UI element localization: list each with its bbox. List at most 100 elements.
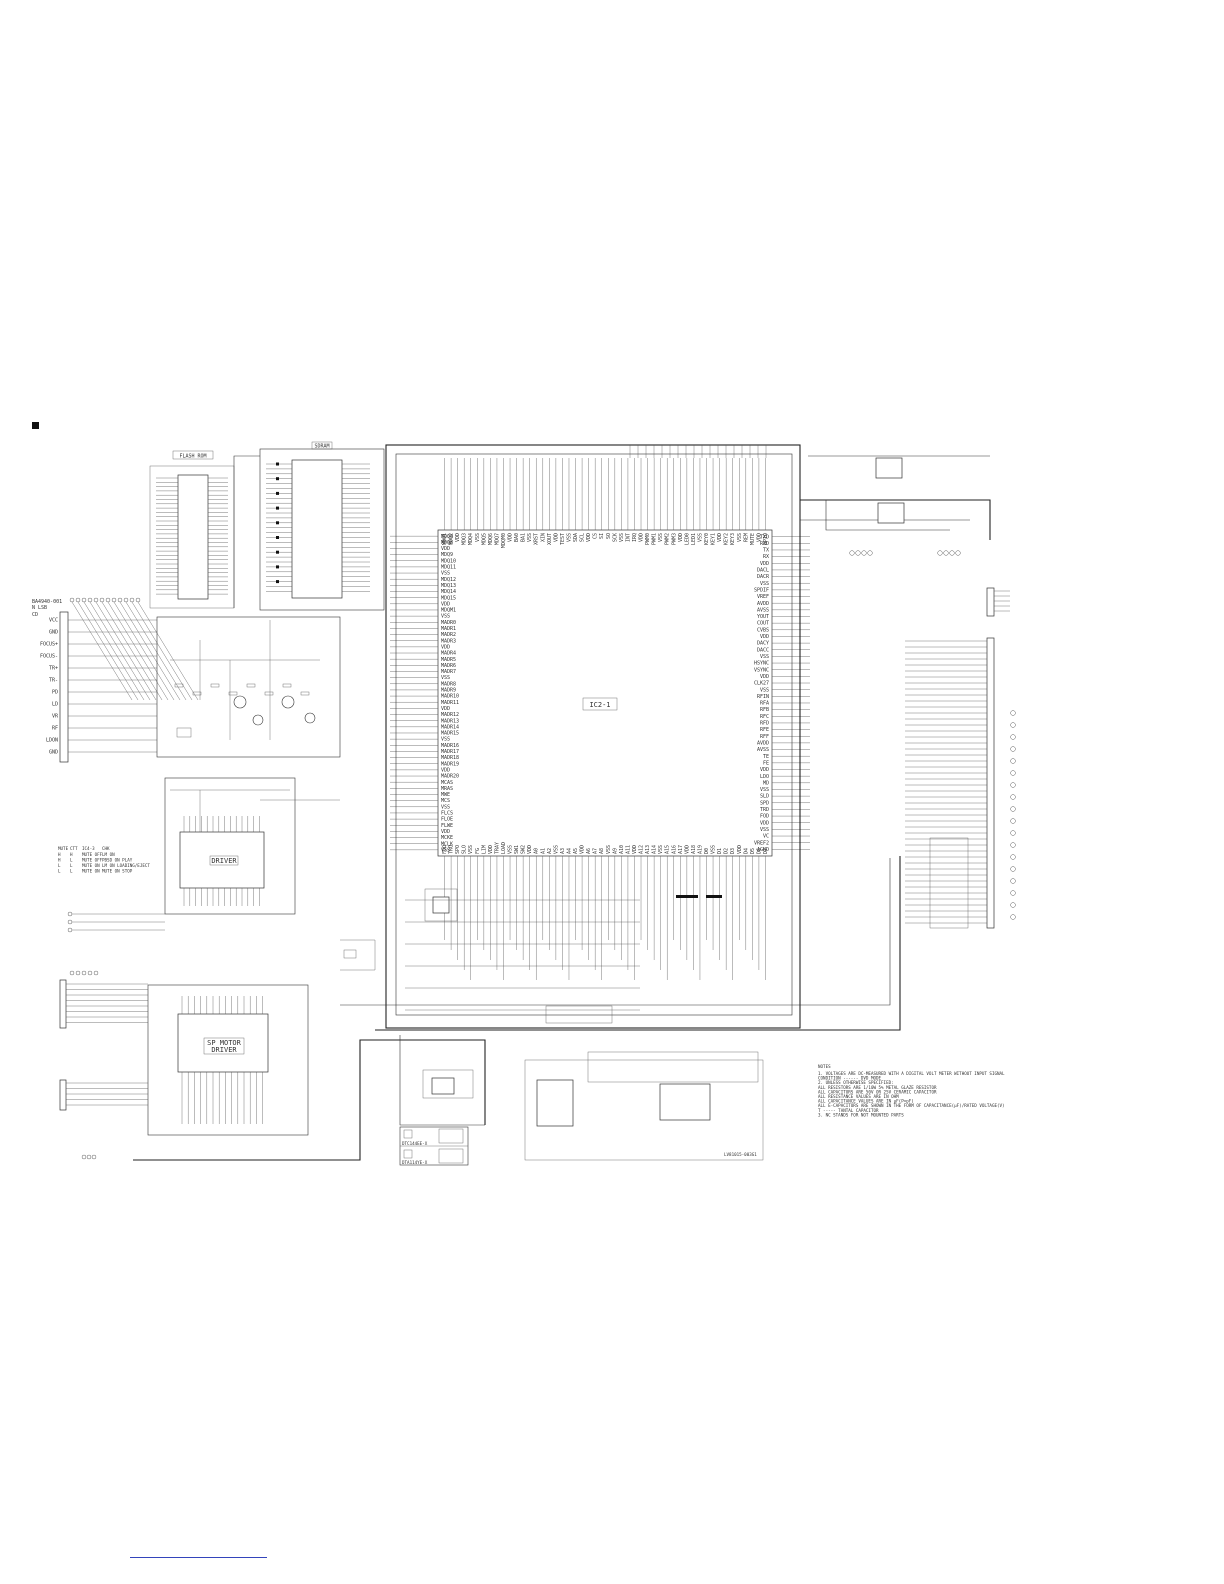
ic-pin-label-bottom: SLO (462, 845, 468, 854)
output-jack (1010, 806, 1016, 812)
ic-pin-label-left: MDQ12 (441, 577, 456, 583)
ic-pin-label-top: CS (593, 533, 599, 539)
output-jack (1010, 866, 1016, 872)
test-point (867, 550, 873, 556)
ic-pin-label-bottom: D1 (717, 848, 723, 854)
ic-pin-label-top: SCL (580, 533, 586, 542)
driver-chip (179, 831, 265, 889)
ic-pin-label-left: MADR20 (441, 774, 459, 780)
laser-diode (176, 727, 192, 738)
flash-rom-chip (177, 474, 209, 600)
ic-pin-label-top: KEY0 (704, 533, 710, 545)
diag-wire (131, 601, 193, 701)
small-ic-1-frame (422, 1069, 474, 1099)
test-point (75, 597, 81, 603)
transistor-pinout-1 (438, 1128, 464, 1144)
test-point (937, 550, 943, 556)
test-point (81, 597, 87, 603)
test-point (849, 550, 855, 556)
ic-pin-label-left: MADR3 (441, 638, 456, 644)
ic-pin-label-top: LED0 (684, 533, 690, 545)
mute-table-cell: H (58, 858, 61, 863)
ic-pin-label-bottom: A11 (625, 845, 631, 854)
ic-pin-label-bottom: D5 (750, 848, 756, 854)
left-connector-pin-label: VR (52, 714, 59, 720)
right-connector-1 (986, 587, 995, 617)
ic-pin-label-top: PWM1 (652, 533, 658, 545)
bus-frame-outer (385, 444, 801, 1029)
resistor (300, 691, 310, 696)
sdram-cap (276, 521, 279, 525)
transistor-q2 (281, 695, 295, 709)
ic-pin-label-right: SPDIF (754, 587, 769, 593)
ic-pin-label-left: VDD (441, 829, 450, 835)
transistor-pinout-2 (438, 1148, 464, 1164)
mute-table-cell: MUTE ON (82, 869, 100, 874)
ic-pin-label-top: KEY3 (730, 533, 736, 545)
output-jack (1010, 734, 1016, 740)
flash-rom-title: FLASH ROM (179, 454, 206, 460)
resistor (174, 683, 184, 688)
connector-label-3: CD (32, 612, 38, 618)
main-ic-label-box (582, 697, 618, 711)
diag-wire (71, 601, 133, 701)
ic-pin-label-bottom: VSS (468, 845, 474, 854)
ic-pin-label-left: FLOE (441, 817, 453, 823)
test-point (943, 550, 949, 556)
left-bottom-connectors (59, 911, 165, 1160)
ic-pin-label-right: VREF (757, 594, 769, 600)
ic-pin-label-right: VDD (760, 561, 769, 567)
ic-pin-label-bottom: VDD (580, 845, 586, 854)
power-bus (800, 499, 991, 540)
transistor-1-label: DTC144EE-X (402, 1141, 428, 1146)
sled-connector (59, 1079, 67, 1111)
regulator-2 (877, 502, 905, 524)
sdram: SDRAM (233, 441, 385, 611)
ic-pin-label-bottom: VDD (684, 845, 690, 854)
ic-pin-label-left: VDD (441, 767, 450, 773)
transistor-q3 (252, 714, 264, 726)
ic-pin-label-right: RFE (760, 727, 769, 733)
ic-pin-label-left: MDQ14 (441, 589, 456, 595)
bus-frame-inner (395, 453, 793, 1016)
ic-pin-label-right: VSS (760, 687, 769, 693)
driver-block: DRIVER (164, 777, 340, 915)
ic-pin-label-top: MDQ6 (488, 533, 494, 545)
flash-rom-pins (156, 477, 228, 595)
ic-pin-label-top: XOUT (547, 533, 553, 545)
bottom-bus-3 (133, 1039, 486, 1161)
sp-motor-label-2: DRIVER (211, 1046, 237, 1054)
test-point (81, 970, 87, 976)
test-point (75, 970, 81, 976)
sdram-cap (276, 506, 279, 510)
test-point (99, 597, 105, 603)
misc-wire (340, 939, 376, 971)
ic-pin-label-top: MDQ3 (462, 533, 468, 545)
ic-pin-label-bottom: A9 (612, 848, 618, 854)
resistor (228, 691, 238, 696)
test-point (111, 597, 117, 603)
left-connector-pin-label: LDON (46, 738, 58, 744)
ic-pin-label-top: LED1 (691, 533, 697, 545)
ic-pin-label-left: MDQ9 (441, 552, 453, 558)
regulator-rail-2 (825, 500, 950, 531)
diag-wire (101, 601, 163, 701)
ic-pin-label-right: VDD (760, 674, 769, 680)
audio-frame (524, 1059, 764, 1161)
flash-rom-title-box (172, 450, 214, 460)
ic-pin-label-left: MADR10 (441, 694, 459, 700)
ic-pin-label-left: VSS (441, 847, 450, 853)
ic-pin-label-right: DACY (757, 641, 769, 647)
ic-pin-label-bottom: LOAD (501, 842, 507, 854)
test-point (955, 550, 961, 556)
driver-frame (164, 777, 296, 915)
ic-pin-label-bottom: VSS (606, 845, 612, 854)
ic-pin-label-bottom: VSS (508, 845, 514, 854)
ic-pin-label-right: TXD (760, 534, 769, 540)
ic-pin-label-left: MADR8 (441, 681, 456, 687)
ic-pin-label-top: XIN (540, 533, 546, 542)
ic-pin-label-left: MCS (441, 798, 450, 804)
